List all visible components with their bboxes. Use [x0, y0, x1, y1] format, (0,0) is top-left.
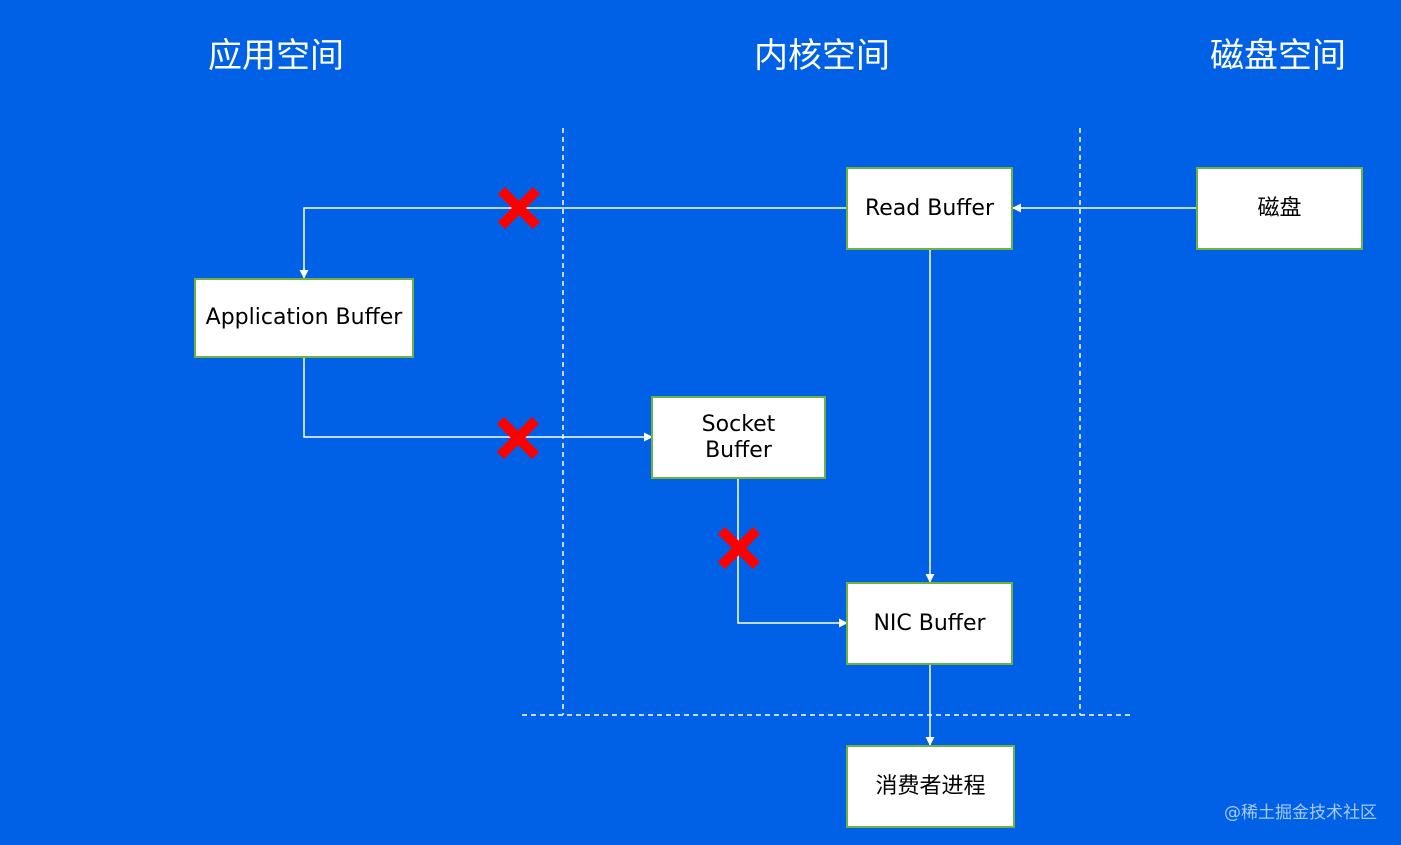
arrow-socket-buffer-to-nic-buffer — [737, 478, 848, 628]
node-disk-label: 磁盘 — [1257, 195, 1302, 221]
blocked-mark-socket-to-nic — [717, 526, 761, 570]
arrow-read-buffer-to-application-buffer — [299, 207, 847, 279]
node-nic-buffer: NIC Buffer — [846, 582, 1013, 665]
node-nic-buffer-label: NIC Buffer — [873, 610, 986, 636]
arrow-application-buffer-to-socket-buffer — [303, 358, 653, 442]
node-socket-buffer-label-line2: Buffer — [705, 437, 772, 463]
blocked-mark-app-to-socket — [496, 416, 540, 460]
node-application-buffer-label: Application Buffer — [205, 305, 403, 330]
blocked-mark-read-to-app — [497, 186, 541, 230]
header-kernel-space: 内核空间 — [754, 36, 890, 76]
credit-watermark: @稀土掘金技术社区 — [1224, 803, 1377, 823]
header-disk-space: 磁盘空间 — [1210, 36, 1346, 76]
node-consumer-process: 消费者进程 — [846, 745, 1015, 828]
node-read-buffer: Read Buffer — [846, 167, 1013, 250]
node-read-buffer-label: Read Buffer — [864, 195, 995, 221]
header-app-space: 应用空间 — [208, 36, 344, 76]
node-application-buffer: Application Buffer — [194, 278, 414, 358]
node-disk: 磁盘 — [1196, 167, 1363, 250]
node-socket-buffer-label-line1: Socket — [701, 411, 776, 437]
node-consumer-process-label: 消费者进程 — [875, 773, 986, 799]
node-socket-buffer: Socket Buffer — [651, 396, 826, 479]
